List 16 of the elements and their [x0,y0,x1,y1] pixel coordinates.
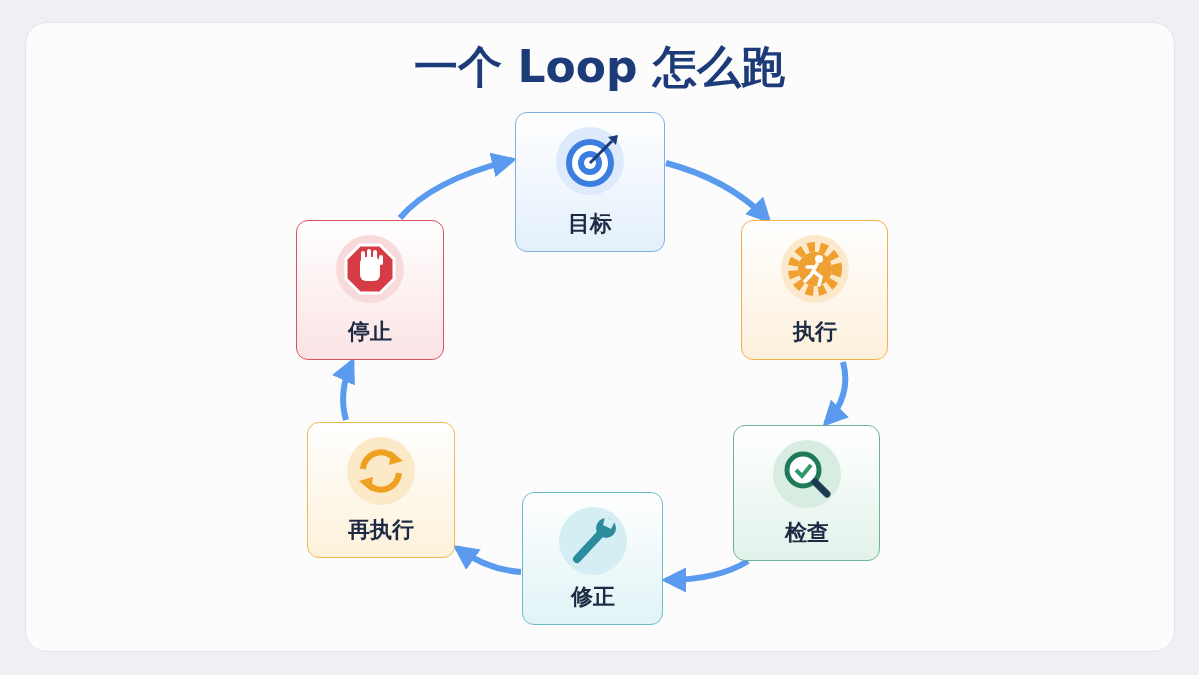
step-label: 执行 [791,319,838,345]
arrow [452,545,522,575]
title: 一个 Loop 怎么跑 [413,40,786,94]
arrow [822,361,849,427]
step-box [515,112,665,252]
step-box [741,220,888,360]
step-label: 再执行 [347,517,415,543]
step-label: 停止 [346,319,393,345]
step-box [522,492,663,625]
step-box [296,220,444,360]
step-box [307,422,455,558]
arrow [397,153,517,221]
step-label: 检查 [783,520,830,546]
step-label: 修正 [569,584,616,610]
step-box [733,425,880,561]
step-label: 目标 [567,211,613,237]
